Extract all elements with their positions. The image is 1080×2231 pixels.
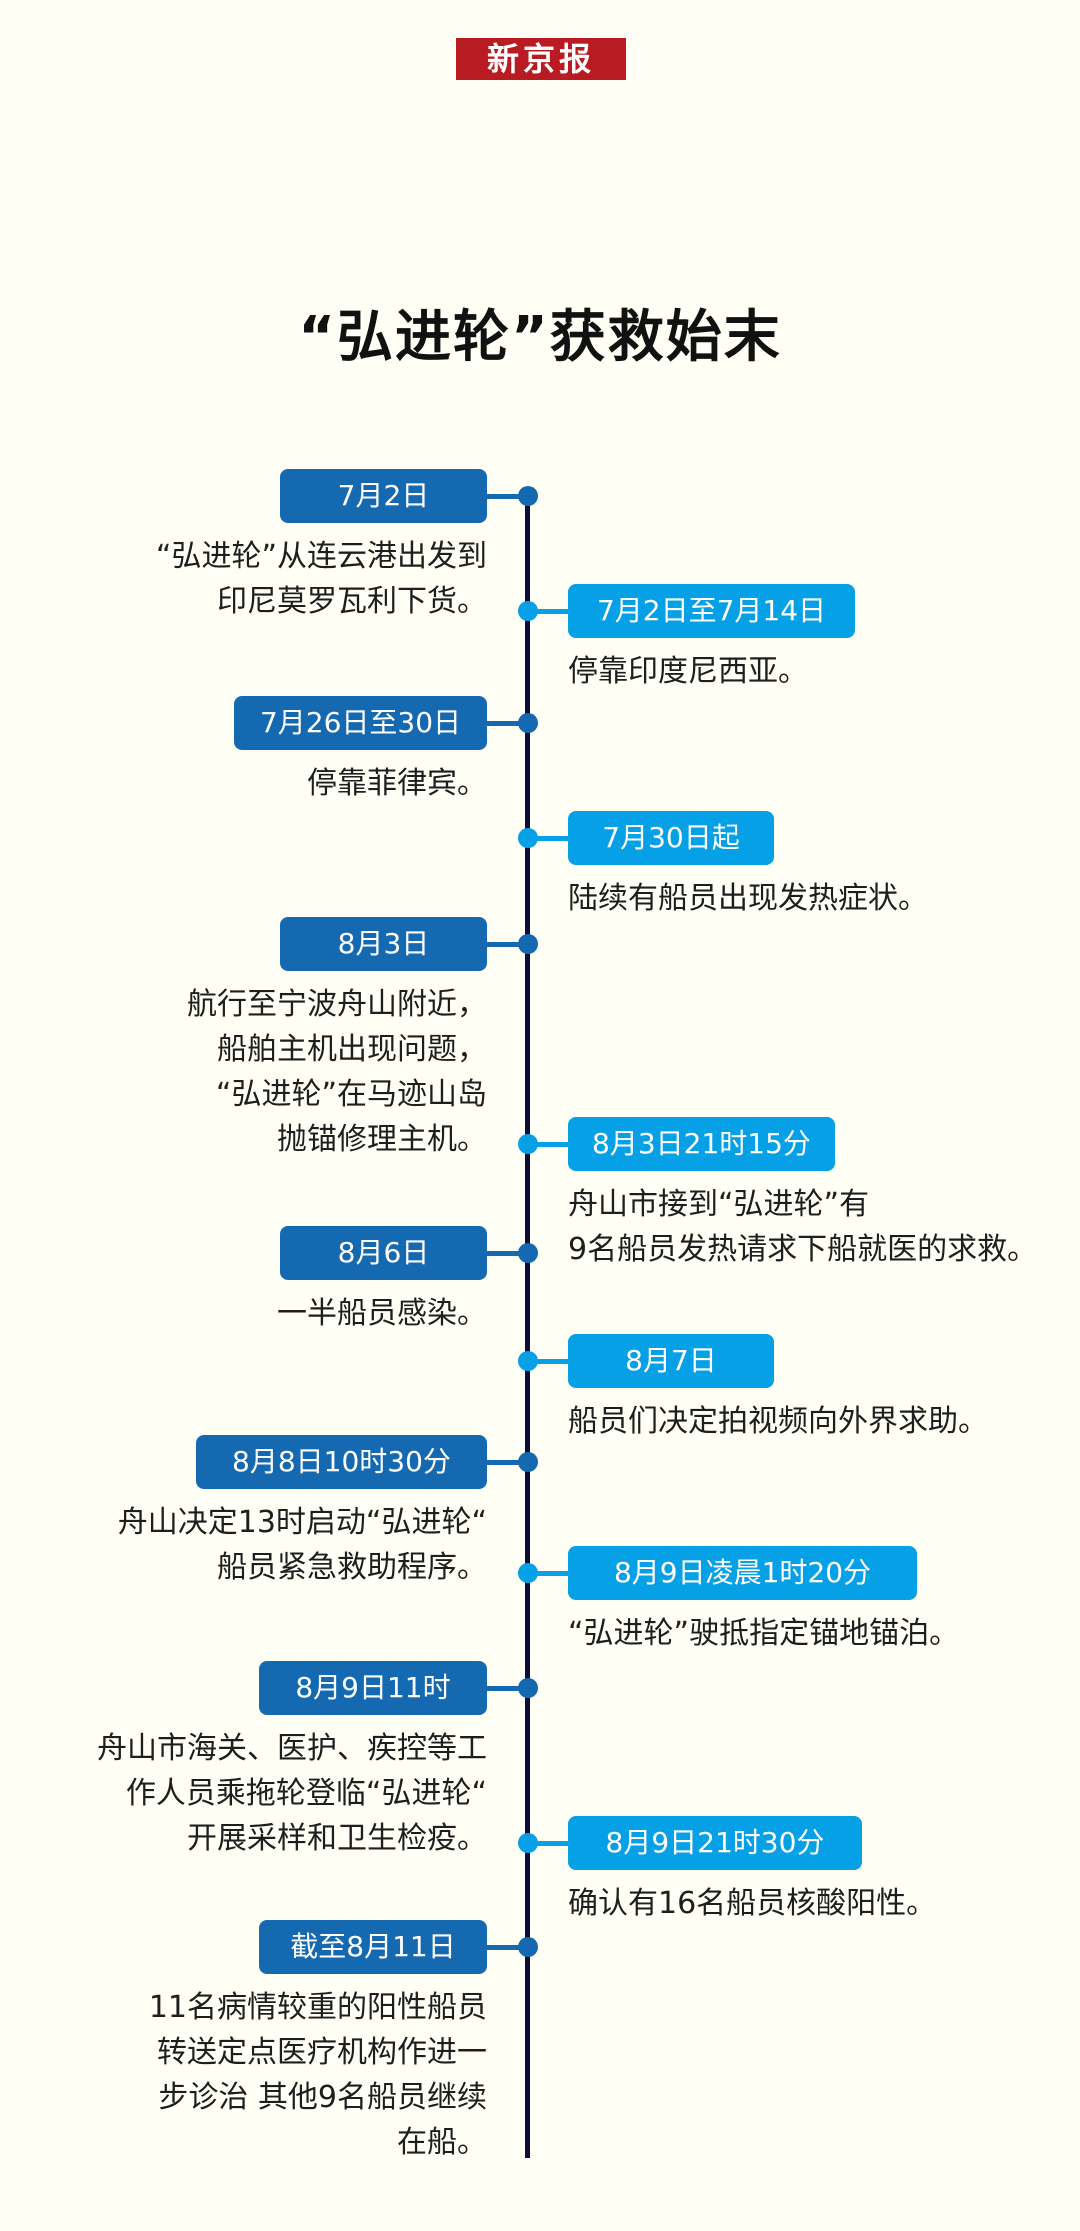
description-line: 抛锚修理主机。 — [277, 1122, 487, 1157]
description-line: 11名病情较重的阳性船员 — [148, 1990, 487, 2025]
event-description: 舟山决定13时启动“弘进轮“ 船员紧急救助程序。 — [118, 1500, 487, 1590]
date-label: 7月2日至7月14日 — [568, 584, 855, 638]
description-line: 舟山市海关、医护、疾控等工 — [97, 1731, 487, 1766]
connector-line — [530, 1359, 570, 1364]
event-description: 舟山市接到“弘进轮”有 9名船员发热请求下船就医的求救。 — [568, 1182, 1037, 1272]
description-line: 一半船员感染。 — [277, 1296, 487, 1331]
connector-line — [530, 609, 570, 614]
connector-line — [485, 1945, 530, 1950]
event-description: 舟山市海关、医护、疾控等工作人员乘拖轮登临“弘进轮“ 开展采样和卫生检疫。 — [97, 1726, 487, 1861]
timeline-dot — [518, 1833, 538, 1853]
description-line: 在船。 — [397, 2125, 487, 2160]
event-description: 停靠菲律宾。 — [307, 761, 487, 806]
timeline-dot — [518, 713, 538, 733]
connector-line — [530, 1142, 570, 1147]
timeline-axis — [525, 496, 530, 2158]
event-description: 船员们决定拍视频向外界求助。 — [568, 1399, 988, 1444]
date-label: 8月9日11时 — [259, 1661, 487, 1715]
connector-line — [485, 1251, 530, 1256]
description-line: 确认有16名船员核酸阳性。 — [568, 1886, 937, 1921]
date-label: 8月9日凌晨1时20分 — [568, 1546, 917, 1600]
date-label: 8月3日21时15分 — [568, 1117, 835, 1171]
date-label: 7月30日起 — [568, 811, 774, 865]
date-label: 8月9日21时30分 — [568, 1816, 862, 1870]
timeline-dot — [518, 1678, 538, 1698]
description-line: 船员紧急救助程序。 — [217, 1550, 487, 1585]
description-line: 步诊治 其他9名船员继续 — [158, 2080, 487, 2115]
description-line: 印尼莫罗瓦利下货。 — [217, 584, 487, 619]
event-description: 停靠印度尼西亚。 — [568, 649, 808, 694]
description-line: “弘进轮”在马迹山岛 — [215, 1077, 487, 1112]
connector-line — [530, 1571, 570, 1576]
connector-line — [485, 721, 530, 726]
description-line: 停靠印度尼西亚。 — [568, 654, 808, 689]
description-line: 开展采样和卫生检疫。 — [187, 1821, 487, 1856]
description-line: 9名船员发热请求下船就医的求救。 — [568, 1232, 1038, 1267]
description-line: 船舶主机出现问题， — [217, 1032, 487, 1067]
event-description: 航行至宁波舟山附近， 船舶主机出现问题， “弘进轮”在马迹山岛抛锚修理主机。 — [187, 982, 487, 1162]
description-line: “弘进轮”驶抵指定锚地锚泊。 — [568, 1616, 960, 1651]
event-description: 陆续有船员出现发热症状。 — [568, 876, 928, 921]
event-description: 11名病情较重的阳性船员转送定点医疗机构作进一步诊治 其他9名船员继续在船。 — [149, 1985, 487, 2165]
connector-line — [485, 1686, 530, 1691]
date-label: 截至8月11日 — [259, 1920, 487, 1974]
description-line: 陆续有船员出现发热症状。 — [568, 881, 928, 916]
date-label: 7月2日 — [280, 469, 487, 523]
connector-line — [530, 836, 570, 841]
description-line: 舟山决定13时启动“弘进轮“ — [117, 1505, 487, 1540]
date-label: 7月26日至30日 — [234, 696, 487, 750]
timeline-dot — [518, 601, 538, 621]
description-line: 航行至宁波舟山附近， — [187, 987, 487, 1022]
event-description: “弘进轮”从连云港出发到印尼莫罗瓦利下货。 — [156, 534, 487, 624]
timeline-dot — [518, 1563, 538, 1583]
connector-line — [485, 942, 530, 947]
timeline-dot — [518, 1134, 538, 1154]
page-title: “弘进轮”获救始末 — [298, 305, 782, 370]
date-label: 8月8日10时30分 — [196, 1435, 487, 1489]
description-line: 停靠菲律宾。 — [307, 766, 487, 801]
connector-line — [485, 1460, 530, 1465]
description-line: “弘进轮”从连云港出发到 — [155, 539, 487, 574]
xinjingbao-logo: 新京报 — [456, 38, 626, 80]
timeline-dot — [518, 486, 538, 506]
date-label: 8月3日 — [280, 917, 487, 971]
event-description: 确认有16名船员核酸阳性。 — [568, 1881, 936, 1926]
date-label: 8月6日 — [280, 1226, 487, 1280]
event-description: “弘进轮”驶抵指定锚地锚泊。 — [568, 1611, 959, 1656]
timeline-dot — [518, 934, 538, 954]
event-description: 一半船员感染。 — [277, 1291, 487, 1336]
timeline-dot — [518, 828, 538, 848]
description-line: 转送定点医疗机构作进一 — [157, 2035, 487, 2070]
timeline-dot — [518, 1452, 538, 1472]
description-line: 舟山市接到“弘进轮”有 — [568, 1187, 870, 1222]
timeline-dot — [518, 1243, 538, 1263]
timeline-dot — [518, 1351, 538, 1371]
timeline-dot — [518, 1937, 538, 1957]
description-line: 船员们决定拍视频向外界求助。 — [568, 1404, 988, 1439]
connector-line — [530, 1841, 570, 1846]
description-line: 作人员乘拖轮登临“弘进轮“ — [125, 1776, 487, 1811]
connector-line — [485, 494, 530, 499]
date-label: 8月7日 — [568, 1334, 774, 1388]
